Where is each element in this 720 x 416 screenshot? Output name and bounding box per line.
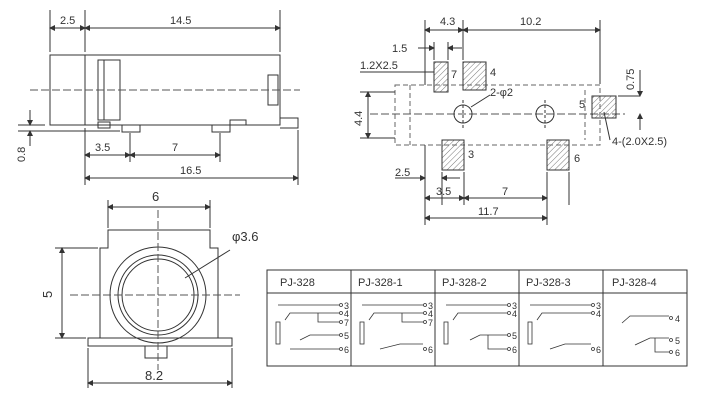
table-header-pj328-2: PJ-328-2 — [442, 277, 487, 289]
pin-label: 4 — [512, 309, 517, 319]
dim-side-b: 14.5 — [170, 15, 191, 27]
pad-label-6: 6 — [574, 153, 580, 165]
dim-front-hole: φ3.6 — [232, 229, 259, 244]
schematic-pj328-3 — [527, 303, 595, 351]
dim-top-j: 7 — [502, 186, 508, 198]
pin-label: 3 — [344, 301, 349, 311]
table-header-pj328: PJ-328 — [280, 277, 315, 289]
front-view-labels: 6 5 8.2 φ3.6 — [40, 189, 259, 383]
table-header-pj328-1: PJ-328-1 — [358, 277, 403, 289]
schematics — [275, 303, 673, 354]
pad-label-5: 5 — [579, 99, 585, 111]
pin-label: 6 — [512, 345, 517, 355]
pin-label: 6 — [596, 345, 601, 355]
dim-top-a: 4.3 — [440, 16, 455, 28]
schematic-table — [266, 269, 688, 367]
pin-label: 4 — [596, 309, 601, 319]
table-frame — [266, 269, 688, 367]
pad-label-4: 4 — [490, 67, 496, 79]
pin-label: 7 — [428, 318, 433, 328]
pad-label-7: 7 — [451, 69, 457, 81]
table-headers: PJ-328 PJ-328-1 PJ-328-2 PJ-328-3 PJ-328… — [280, 277, 657, 289]
pin-label: 6 — [675, 348, 680, 358]
dim-side-a: 2.5 — [60, 15, 75, 27]
pin-label: 4 — [428, 309, 433, 319]
pad-5 — [591, 95, 617, 119]
dim-top-e: 0.75 — [625, 69, 637, 90]
pin-label: 7 — [344, 318, 349, 328]
dim-top-f: 4.4 — [353, 111, 365, 126]
pad-6 — [546, 139, 570, 171]
pin-labels: 3 4 7 5 6 3 4 7 6 3 4 5 6 3 4 6 4 5 6 — [344, 301, 680, 358]
dim-front-height: 5 — [40, 291, 55, 298]
pin-label: 5 — [675, 336, 680, 346]
pad-3 — [441, 139, 465, 171]
pin-label: 6 — [344, 345, 349, 355]
table-header-pj328-3: PJ-328-3 — [526, 277, 571, 289]
dim-side-d: 7 — [172, 142, 178, 154]
side-view — [18, 10, 300, 185]
side-view-labels: 2.5 14.5 3.5 7 16.5 0.8 — [16, 15, 201, 177]
schematic-pj328-4 — [621, 315, 673, 354]
front-view — [55, 200, 240, 388]
dim-top-d: 1.2X2.5 — [360, 60, 398, 72]
top-view-labels: 4.3 10.2 1.5 1.2X2.5 0.75 4.4 2-φ2 2.5 3… — [353, 16, 667, 218]
dim-top-i: 3.5 — [436, 186, 451, 198]
pin-label: 3 — [596, 301, 601, 311]
dim-top-l: 4-(2.0X2.5) — [612, 136, 667, 148]
dim-front-width: 6 — [152, 189, 159, 204]
pin-label: 6 — [428, 345, 433, 355]
pin-label: 5 — [344, 331, 349, 341]
pin-label: 4 — [344, 309, 349, 319]
dim-front-base: 8.2 — [145, 368, 163, 383]
pin-label: 4 — [675, 314, 680, 324]
front-bottom-pin — [144, 345, 168, 359]
pin-label: 5 — [512, 331, 517, 341]
dim-top-h: 2.5 — [395, 167, 410, 179]
pad-4 — [462, 61, 487, 91]
dim-top-b: 10.2 — [520, 16, 541, 28]
dim-side-f: 0.8 — [16, 147, 28, 162]
dim-side-c: 3.5 — [95, 142, 110, 154]
top-view — [360, 20, 643, 225]
dim-top-c: 1.5 — [392, 43, 407, 55]
pad-label-3: 3 — [468, 149, 474, 161]
pad-7 — [433, 61, 449, 93]
pin-label: 3 — [512, 301, 517, 311]
table-header-pj328-4: PJ-328-4 — [612, 277, 657, 289]
front-base — [87, 337, 233, 347]
dim-side-e: 16.5 — [180, 165, 201, 177]
schematic-pj328-1 — [359, 303, 427, 351]
dim-top-k: 11.7 — [478, 206, 499, 218]
dim-top-g: 2-φ2 — [490, 87, 513, 99]
pin-label: 3 — [428, 301, 433, 311]
schematic-pj328-2 — [443, 303, 511, 351]
schematic-pj328 — [275, 303, 343, 351]
